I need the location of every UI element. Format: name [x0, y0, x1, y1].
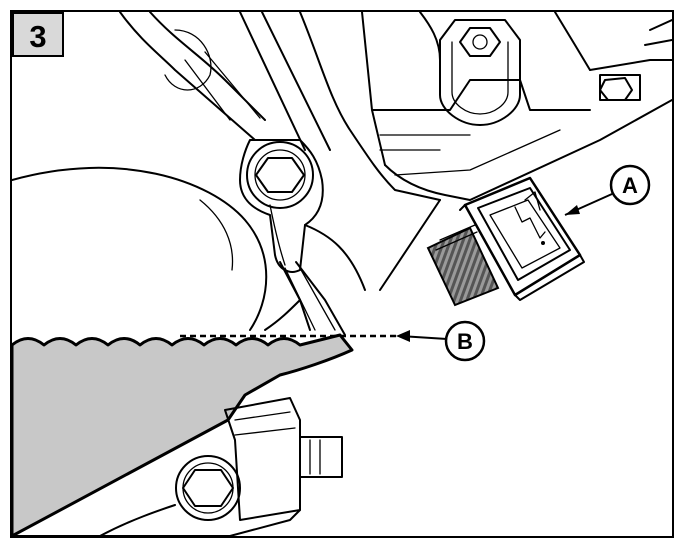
callout-b-label: B [457, 329, 473, 354]
step-number: 3 [29, 19, 46, 54]
step-badge: 3 [12, 12, 64, 57]
engine-illustration [12, 12, 672, 536]
callout-b: B [444, 320, 486, 362]
oil-level-area [12, 333, 354, 536]
callout-a-label: A [622, 173, 638, 198]
dipstick-cap-a [426, 176, 585, 307]
callout-a: A [609, 164, 651, 206]
